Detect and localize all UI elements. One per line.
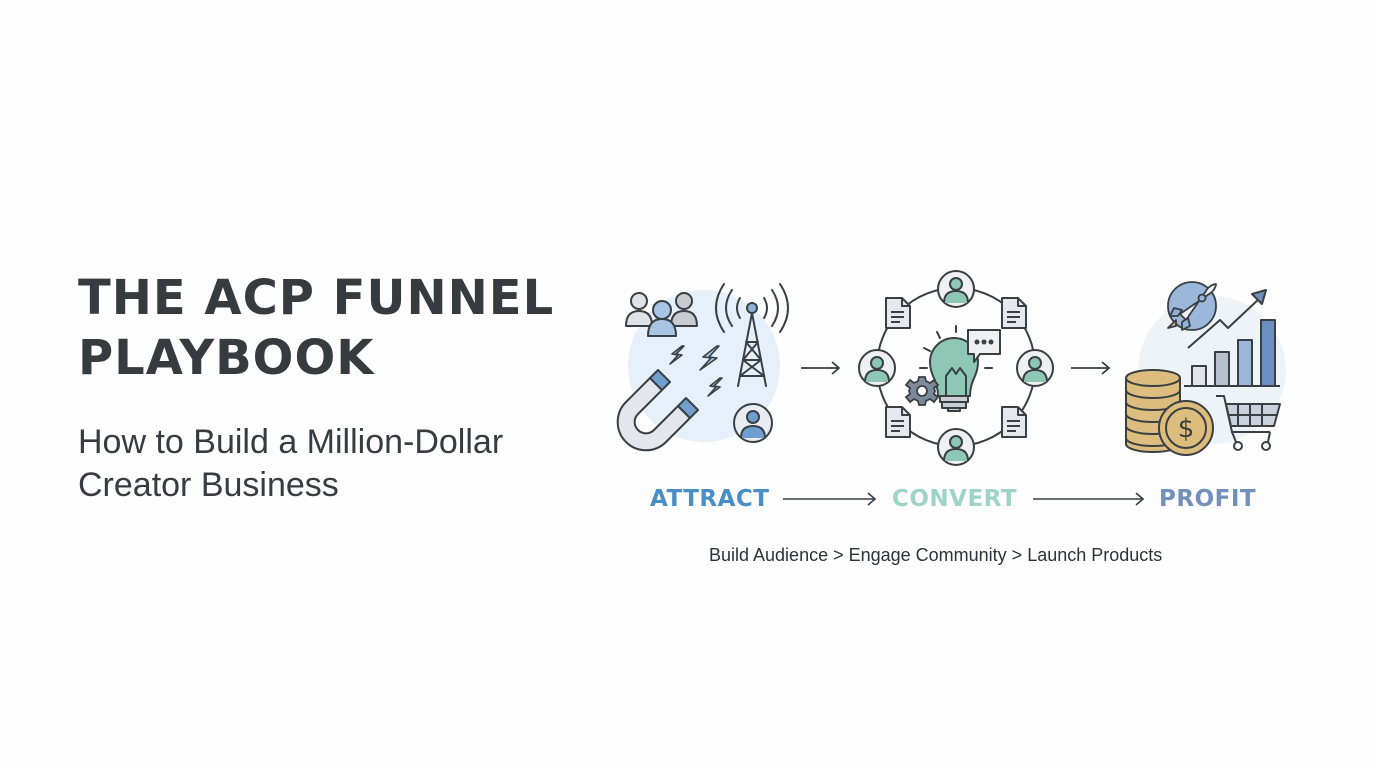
svg-text:$: $ xyxy=(1178,414,1195,444)
slide-title: THE ACP FUNNEL PLAYBOOK xyxy=(78,268,554,388)
shopping-cart-icon xyxy=(1216,395,1281,451)
convert-illustration xyxy=(852,268,1060,468)
stage-label-convert: CONVERT xyxy=(892,486,1018,512)
label-connector-arrow-1 xyxy=(782,491,878,512)
profit-illustration: $ xyxy=(1120,278,1290,460)
arrow-right-icon xyxy=(1071,361,1111,375)
rocket-icon xyxy=(1167,281,1217,331)
lightning-bolt-icon xyxy=(669,345,723,397)
dollar-coin-icon: $ xyxy=(1158,400,1214,456)
connector-arrow-2 xyxy=(1070,360,1112,381)
document-icon xyxy=(885,297,1027,438)
arrow-right-icon xyxy=(1033,492,1145,506)
magnet-icon xyxy=(616,369,699,452)
bar-chart-growth-icon xyxy=(1184,289,1280,387)
stage-label-profit: PROFIT xyxy=(1159,486,1257,512)
funnel-caption: Build Audience > Engage Community > Laun… xyxy=(709,545,1163,565)
user-avatar-icon xyxy=(733,403,773,443)
people-group-icon xyxy=(625,292,698,337)
user-avatar-icon xyxy=(858,270,1054,466)
subtitle-line-1: How to Build a Million-Dollar xyxy=(78,423,504,461)
chat-bubble-icon xyxy=(967,329,1001,363)
subtitle-line-2: Creator Business xyxy=(78,466,339,504)
title-line-2: PLAYBOOK xyxy=(78,330,375,386)
attract-illustration xyxy=(612,278,792,458)
arrow-right-icon xyxy=(783,492,877,506)
radio-tower-icon xyxy=(715,283,789,387)
stage-label-attract: ATTRACT xyxy=(650,486,770,512)
gear-icon xyxy=(904,376,940,406)
label-connector-arrow-2 xyxy=(1032,491,1146,512)
title-line-1: THE ACP FUNNEL xyxy=(78,270,555,326)
lightbulb-icon xyxy=(919,325,993,412)
arrow-right-icon xyxy=(801,361,841,375)
connector-arrow-1 xyxy=(800,360,842,381)
slide-subtitle: How to Build a Million-Dollar Creator Bu… xyxy=(78,421,503,507)
